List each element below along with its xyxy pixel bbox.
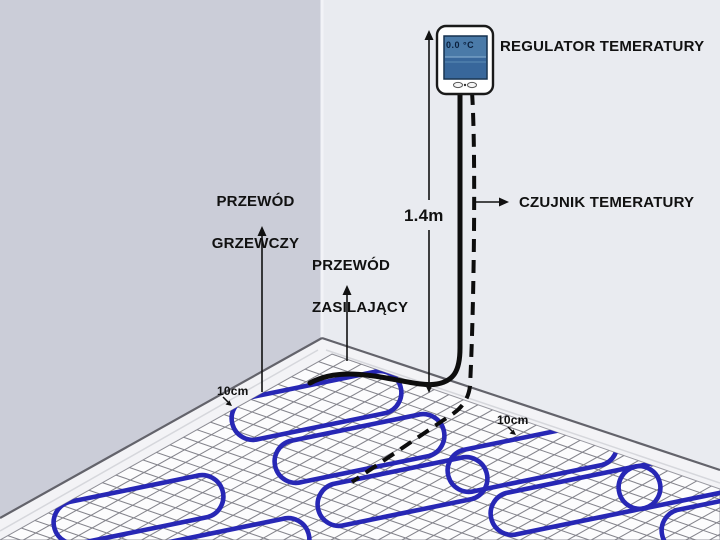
heating-loop bbox=[315, 454, 490, 529]
sensor-cable bbox=[350, 91, 477, 484]
right-baseboard-line bbox=[321, 336, 720, 472]
thermostat-led bbox=[463, 83, 467, 87]
right-wall bbox=[322, 0, 720, 470]
heating-cable-label: PRZEWÓD GRZEWCZY bbox=[193, 170, 318, 275]
heating-cable-loops bbox=[51, 368, 720, 540]
heating-loop bbox=[51, 472, 226, 540]
heating-cable-callout-arrow bbox=[257, 226, 267, 236]
sensor-label: CZUJNIK TEMERATURY bbox=[519, 194, 695, 211]
heating-loop bbox=[272, 411, 447, 486]
supply-cable-label: PRZEWÓD ZASILAJĄCY bbox=[312, 234, 408, 339]
supply-cable-label-line1: PRZEWÓD bbox=[312, 257, 391, 274]
margin-tick-right bbox=[507, 426, 516, 435]
margin-right-label: 10cm bbox=[497, 413, 529, 427]
heating-loop bbox=[616, 437, 720, 512]
heating-loop bbox=[659, 480, 720, 540]
margin-tick-left bbox=[222, 396, 232, 406]
dimension-arrow-down bbox=[424, 383, 434, 393]
thermostat-display-value: 0.0 °C bbox=[446, 40, 475, 50]
supply-cable-label-line2: ZASILAJĄCY bbox=[312, 299, 409, 316]
thermostat-button bbox=[467, 81, 477, 89]
supply-cable-callout-arrow bbox=[342, 285, 352, 295]
dimension-arrow-up bbox=[424, 30, 434, 40]
heating-cable-label-line1: PRZEWÓD bbox=[216, 193, 295, 210]
regulator-label: REGULATOR TEMERATURY bbox=[500, 38, 705, 55]
sensor-callout-arrow bbox=[499, 197, 509, 207]
left-baseboard-line bbox=[0, 337, 323, 519]
heating-cable-label-line2: GRZEWCZY bbox=[211, 235, 300, 252]
thermostat-device bbox=[435, 24, 495, 96]
power-cable bbox=[307, 89, 463, 388]
left-baseboard-bottom-edge bbox=[0, 349, 319, 532]
right-baseboard-bottom-edge bbox=[325, 349, 720, 484]
wall-height-dimension-label: 1.4m bbox=[404, 206, 444, 225]
thermostat-button bbox=[453, 81, 463, 89]
left-wall bbox=[0, 0, 322, 518]
heating-loop bbox=[137, 515, 312, 540]
margin-left-label: 10cm bbox=[217, 384, 249, 398]
